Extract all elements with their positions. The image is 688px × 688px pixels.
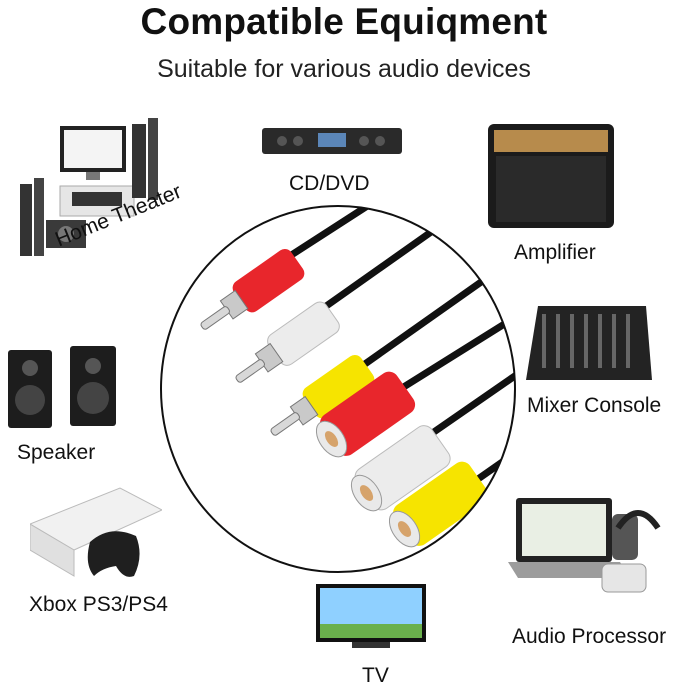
speaker-icon <box>8 346 116 428</box>
page-subtitle: Suitable for various audio devices <box>157 55 531 83</box>
cd-dvd-player-icon <box>262 128 402 154</box>
home-theater-icon <box>20 118 158 256</box>
audio-processor-icon <box>508 498 661 593</box>
rca-cable-icon <box>160 205 516 573</box>
device-audio-processor <box>508 498 666 610</box>
amplifier-icon <box>488 124 614 228</box>
mixer-console-label: Mixer Console <box>527 394 662 417</box>
game-console-label: Xbox PS3/PS4 <box>29 593 168 616</box>
tv-icon <box>316 584 426 648</box>
page-title: Compatible Equiqment <box>140 1 548 42</box>
device-game-console <box>30 484 162 586</box>
tv-label: TV <box>362 664 389 687</box>
speaker-label: Speaker <box>17 441 96 464</box>
rca-cable-illustration <box>158 203 518 575</box>
device-mixer-console <box>526 306 652 380</box>
mixer-console-icon <box>526 306 652 380</box>
game-console-icon <box>30 487 162 577</box>
device-speaker <box>8 344 120 430</box>
device-cd-dvd <box>262 124 402 158</box>
device-amplifier <box>488 124 614 228</box>
audio-processor-label: Audio Processor <box>512 625 667 648</box>
cd-dvd-label: CD/DVD <box>289 172 370 195</box>
device-tv <box>316 584 426 650</box>
amplifier-label: Amplifier <box>514 241 596 264</box>
device-home-theater <box>14 114 164 264</box>
